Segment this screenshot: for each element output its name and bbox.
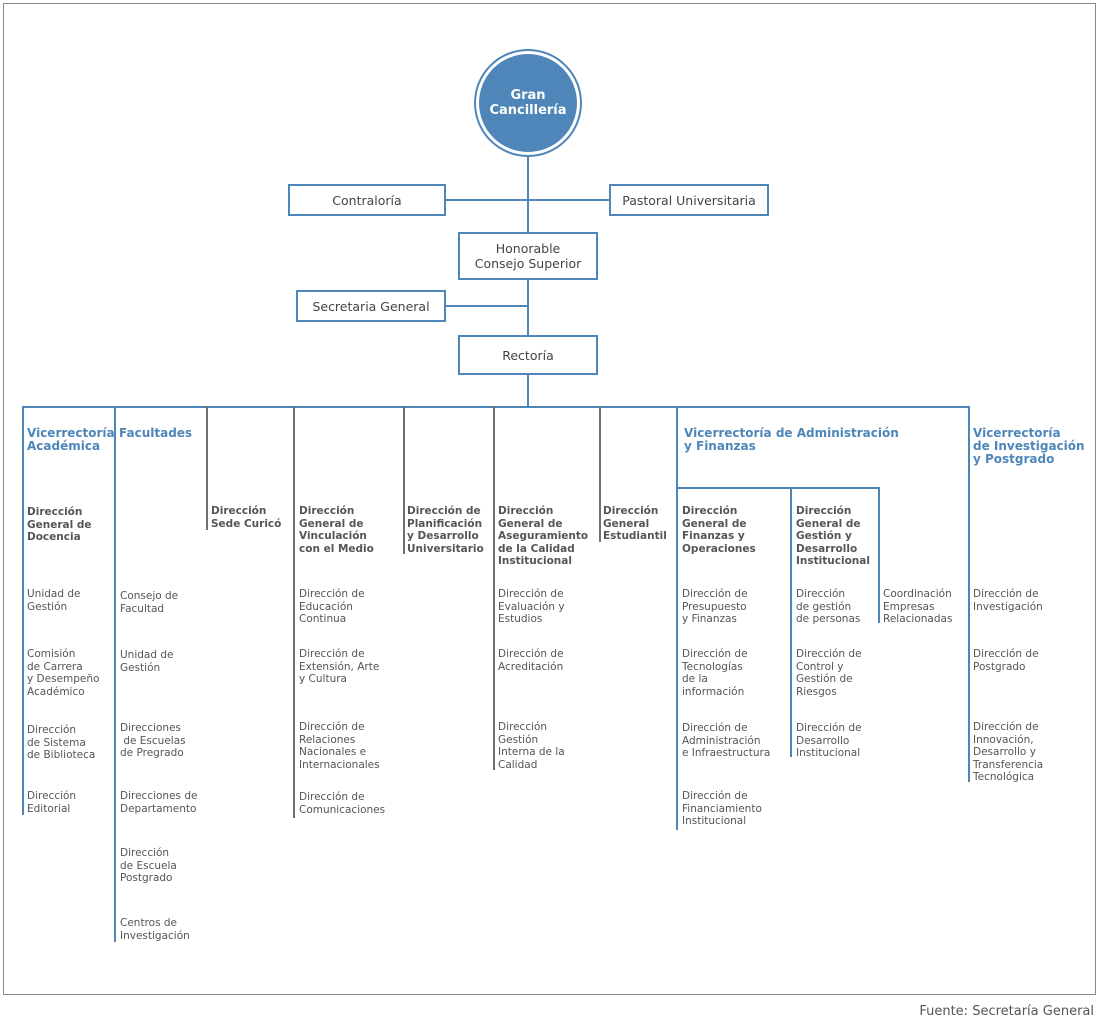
finanzas-item: Dirección de Administración e Infraestru… [682, 722, 771, 759]
finanzas-item: Dirección de Financiamiento Instituciona… [682, 790, 762, 827]
facultades-item: Unidad de Gestión [120, 649, 174, 674]
academica-item: Dirección de Sistema de Biblioteca [27, 724, 96, 761]
investigacion-item: Dirección de Postgrado [973, 648, 1039, 673]
academica-item: Dirección Editorial [27, 790, 77, 815]
gestion-item: Dirección de gestión de personas [796, 588, 861, 625]
facultades-item: Direcciones de Escuelas de Pregrado [120, 722, 186, 759]
col-investigacion-line [968, 406, 970, 782]
cancilleria-node: Gran Cancillería [479, 54, 577, 152]
secretaria-box: Secretaria General [296, 290, 446, 322]
gestion-head: Dirección General de Gestión y Desarroll… [796, 505, 870, 567]
aseguramiento-head: Dirección General de Aseguramiento de la… [498, 505, 589, 567]
col-vinculacion-line [293, 406, 295, 818]
gestion-item: Dirección de Desarrollo Institucional [796, 722, 862, 759]
gestion-item: Dirección de Control y Gestión de Riesgo… [796, 648, 862, 698]
spine-bottom [527, 375, 529, 408]
admin-sub-bar [676, 487, 880, 489]
academica-title: Vicerrectoría Académica [27, 426, 115, 453]
administracion-title: Vicerrectoría de Administración y Finanz… [684, 426, 899, 453]
curico-head: Dirección Sede Curicó [211, 505, 282, 530]
investigacion-item: Dirección de Innovación, Desarrollo y Tr… [973, 721, 1044, 783]
facultades-title: Facultades [119, 426, 193, 440]
diagram-frame [3, 3, 1096, 995]
facultades-item: Consejo de Facultad [120, 590, 179, 615]
admin-gestion-line [790, 487, 792, 757]
aseguramiento-item: Dirección de Acreditación [498, 648, 564, 673]
investigacion-title: Vicerrectoría de Investigación y Postgra… [973, 426, 1085, 466]
col-planificacion-line [403, 406, 405, 554]
link-contraloria [446, 199, 610, 201]
col-facultades-line [114, 406, 116, 942]
spine-mid [527, 279, 529, 335]
link-secretaria [446, 305, 529, 307]
academica-item: Comisión de Carrera y Desempeño Académic… [27, 648, 100, 698]
vinculacion-item: Dirección de Relaciones Nacionales e Int… [299, 721, 380, 771]
vinculacion-item: Dirección de Extensión, Arte y Cultura [299, 648, 380, 685]
source-footer: Fuente: Secretaría General [919, 1004, 1094, 1019]
aseguramiento-item: Dirección de Evaluación y Estudios [498, 588, 565, 625]
finanzas-item: Dirección de Tecnologías de la informaci… [682, 648, 748, 698]
col-curico-line [206, 406, 208, 530]
admin-coordinacion-line [878, 487, 880, 623]
vinculacion-item: Dirección de Educación Continua [299, 588, 365, 625]
pastoral-box: Pastoral Universitaria [609, 184, 769, 216]
academica-item: Unidad de Gestión [27, 588, 81, 613]
col-administracion-line [676, 406, 678, 830]
facultades-item: Centros de Investigación [120, 917, 190, 942]
col-estudiantil-line [599, 406, 601, 542]
col-aseguramiento-line [493, 406, 495, 770]
facultades-item: Dirección de Escuela Postgrado [120, 847, 177, 884]
spine-top [527, 155, 529, 233]
coordinacion-item: Coordinación Empresas Relacionadas [883, 588, 953, 625]
finanzas-item: Dirección de Presupuesto y Finanzas [682, 588, 748, 625]
investigacion-item: Dirección de Investigación [973, 588, 1043, 613]
vinculacion-item: Dirección de Comunicaciones [299, 791, 386, 816]
estudiantil-head: Dirección General Estudiantil [603, 505, 667, 542]
academica-head: Dirección General de Docencia [27, 506, 92, 543]
facultades-item: Direcciones de Departamento [120, 790, 198, 815]
consejo-box: Honorable Consejo Superior [458, 232, 598, 280]
planificacion-head: Dirección de Planificación y Desarrollo … [407, 505, 484, 555]
finanzas-head: Dirección General de Finanzas y Operacio… [682, 505, 756, 555]
rectoria-box: Rectoría [458, 335, 598, 375]
aseguramiento-item: Dirección Gestión Interna de la Calidad [498, 721, 565, 771]
col-academica-line [22, 406, 24, 815]
vinculacion-head: Dirección General de Vinculación con el … [299, 505, 374, 555]
horizontal-bar [22, 406, 970, 408]
contraloria-box: Contraloría [288, 184, 446, 216]
